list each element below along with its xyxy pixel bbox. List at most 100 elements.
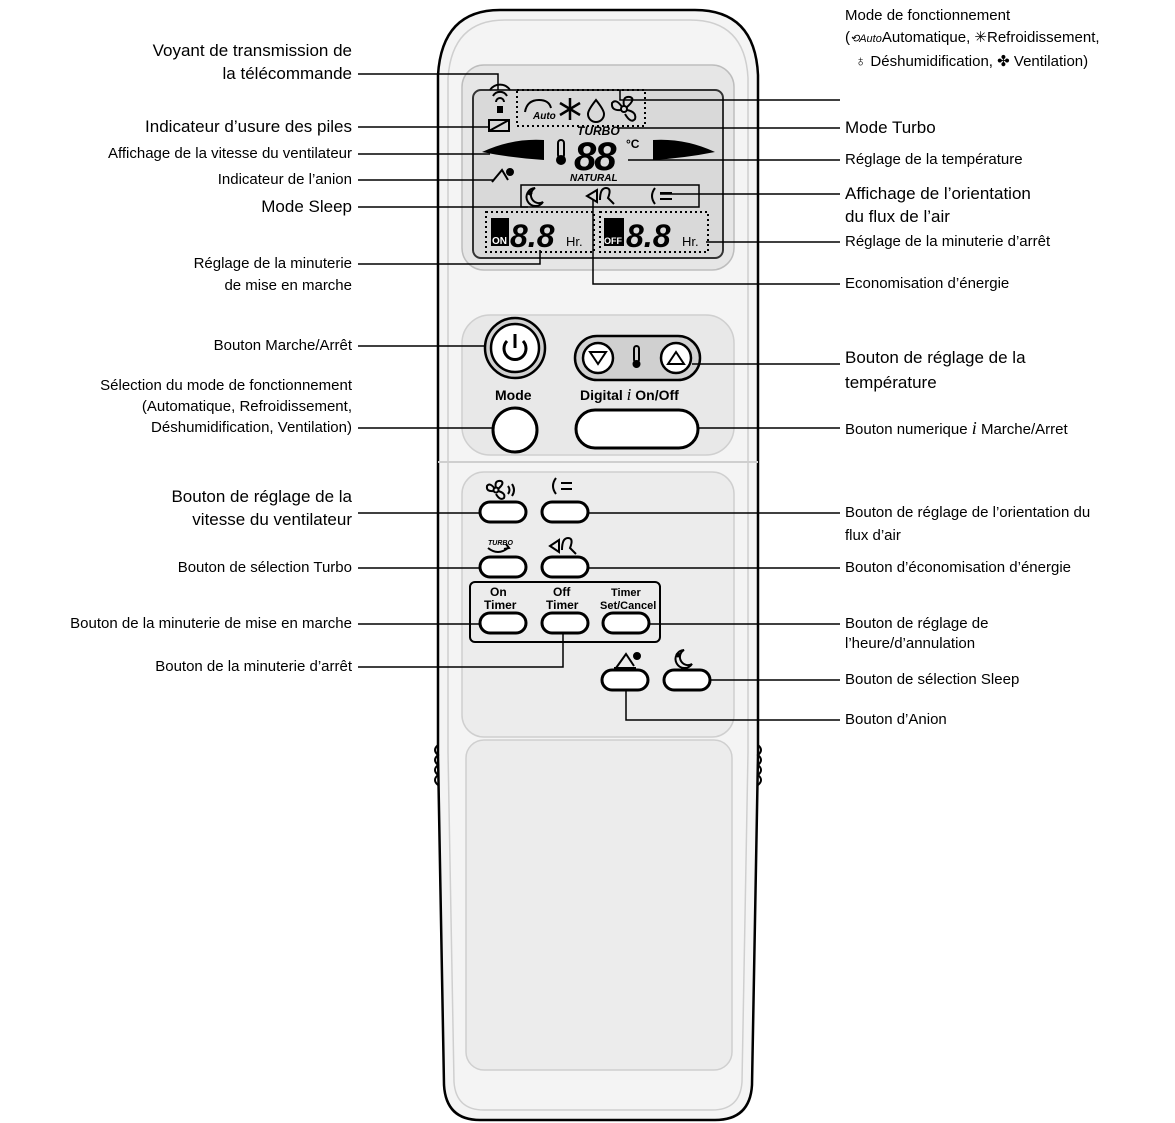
timer-set-cancel-button[interactable] — [601, 611, 651, 635]
label-transmission-1: Voyant de transmission de — [152, 41, 352, 60]
fan-speed-button[interactable] — [478, 500, 528, 524]
sleep-button[interactable] — [662, 668, 712, 692]
energy-saving-icon — [548, 536, 577, 555]
label-mode-selection-3: Déshumidification, Ventilation) — [151, 419, 352, 436]
sleep-icon — [674, 649, 693, 669]
label-temp-button-2: température — [845, 373, 937, 392]
label-sleep-button: Bouton de sélection Sleep — [845, 671, 1020, 688]
label-transmission-2: la télécommande — [222, 64, 352, 83]
power-button[interactable] — [483, 316, 547, 380]
label-mode-selection-2: (Automatique, Refroidissement, — [141, 398, 352, 415]
label-sleep-mode: Mode Sleep — [261, 197, 352, 216]
off-timer-unit: Hr. — [682, 234, 699, 249]
on-badge-text: ON — [492, 236, 507, 247]
airflow-icon — [552, 477, 572, 495]
energy-saving-indicator-icon — [585, 186, 615, 205]
cool-mini-icon: ✳ — [974, 29, 987, 46]
temp-down-button[interactable] — [581, 341, 615, 375]
remote-inner-edge — [447, 19, 749, 1111]
lower-panel — [461, 471, 735, 738]
fan-speed-bar-right — [653, 139, 715, 160]
off-timer-button[interactable] — [540, 611, 590, 635]
label-turbo-mode: Mode Turbo — [845, 118, 936, 137]
label-temp-button-1: Bouton de réglage de la — [845, 348, 1026, 367]
timer-group-frame — [469, 581, 661, 643]
auto-label: Auto — [532, 111, 556, 122]
right-grip — [756, 744, 762, 786]
off-timer-box — [599, 211, 709, 253]
label-energy-saving: Economisation d’énergie — [845, 275, 1010, 292]
label-temp-setting: Réglage de la température — [845, 151, 1023, 168]
on-timer-label-1: On — [490, 585, 507, 599]
anion-button[interactable] — [600, 668, 650, 692]
label-anion-indicator: Indicateur de l’anion — [217, 171, 352, 188]
label-energy-button: Bouton d’économisation d’énergie — [845, 559, 1071, 576]
label-off-timer-setting: Réglage de la minuterie d’arrêt — [845, 233, 1051, 250]
airflow-indicator-icon — [651, 187, 672, 205]
dry-mini-icon: ♁ — [855, 53, 867, 70]
mode-button[interactable] — [491, 406, 539, 454]
temperature-button-group[interactable] — [573, 334, 702, 382]
natural-indicator: NATURAL — [570, 173, 618, 184]
off-timer-digits: 8.8 — [626, 218, 671, 254]
label-digital-button: Bouton numerique i Marche/Arret — [845, 418, 1068, 438]
label-anion-button: Bouton d’Anion — [845, 711, 947, 728]
leader-lines — [358, 73, 840, 721]
off-badge — [604, 218, 624, 246]
turbo-button[interactable] — [478, 555, 528, 579]
off-timer-label-2: Timer — [546, 598, 579, 612]
label-operation-mode-1: Mode de fonctionnement — [845, 7, 1011, 24]
left-grip — [434, 744, 440, 786]
sleep-indicator-icon — [525, 187, 544, 207]
digital-label: Digital i On/Off — [580, 385, 679, 404]
on-timer-label-2: Timer — [484, 598, 517, 612]
airflow-button[interactable] — [540, 500, 590, 524]
fan-mode-icon — [610, 95, 637, 122]
fan-mini-icon: ✤ — [997, 53, 1010, 70]
on-timer-button[interactable] — [478, 611, 528, 635]
auto-mode-icon: Auto — [524, 98, 556, 122]
lcd-icon-row — [520, 184, 700, 208]
turbo-icon — [487, 543, 511, 553]
off-timer-label-1: Off — [553, 585, 571, 599]
energy-saving-button[interactable] — [540, 555, 590, 579]
label-battery: Indicateur d’usure des piles — [145, 117, 352, 136]
label-time-button-1: Bouton de réglage de — [845, 615, 989, 632]
label-airflow-display-2: du flux de l’air — [845, 207, 950, 226]
fan-speed-bar-left — [482, 139, 544, 160]
temp-up-button[interactable] — [659, 341, 693, 375]
on-timer-unit: Hr. — [566, 234, 583, 249]
label-operation-mode-2: (⟲AutoAutomatique, ✳Refroidissement, — [845, 29, 1100, 46]
on-timer-digits: 8.8 — [510, 218, 555, 254]
label-mode-selection-1: Sélection du mode de fonctionnement — [100, 377, 352, 394]
timer-set-label-1: Timer — [611, 587, 641, 599]
label-fan-speed-button-2: vitesse du ventilateur — [192, 510, 352, 529]
label-on-timer-setting-2: de mise en marche — [224, 277, 352, 294]
timer-set-label-2: Set/Cancel — [600, 600, 656, 612]
battery-icon — [488, 119, 510, 132]
label-fan-speed-display: Affichage de la vitesse du ventilateur — [107, 145, 352, 162]
anion-icon — [614, 652, 641, 669]
label-on-timer-button: Bouton de la minuterie de mise en marche — [70, 615, 352, 632]
battery-cover-area — [465, 739, 733, 1071]
label-operation-mode-3: ♁ Déshumidification, ✤ Ventilation) — [855, 53, 1089, 70]
digital-i-button[interactable] — [574, 408, 700, 450]
temp-down-icon — [588, 351, 608, 366]
label-time-button-2: l’heure/d’annulation — [845, 635, 976, 652]
label-fan-speed-button-1: Bouton de réglage de la — [171, 487, 352, 506]
temperature-unit: °C — [626, 137, 640, 151]
cool-mode-icon — [559, 98, 581, 120]
label-power-button: Bouton Marche/Arrêt — [213, 337, 352, 354]
turbo-indicator: TURBO — [577, 124, 620, 138]
label-off-timer-button: Bouton de la minuterie d’arrêt — [155, 658, 352, 675]
anion-indicator-icon — [491, 168, 514, 183]
label-on-timer-setting-1: Réglage de la minuterie — [193, 255, 352, 272]
label-airflow-display-1: Affichage de l’orientation — [845, 184, 1031, 203]
thermometer-icon — [556, 139, 566, 165]
auto-mini-icon: ⟲Auto — [850, 33, 882, 45]
temp-up-icon — [666, 350, 686, 365]
dry-mode-icon — [586, 98, 606, 123]
on-badge — [491, 218, 509, 246]
off-badge-text: OFF — [604, 236, 622, 246]
